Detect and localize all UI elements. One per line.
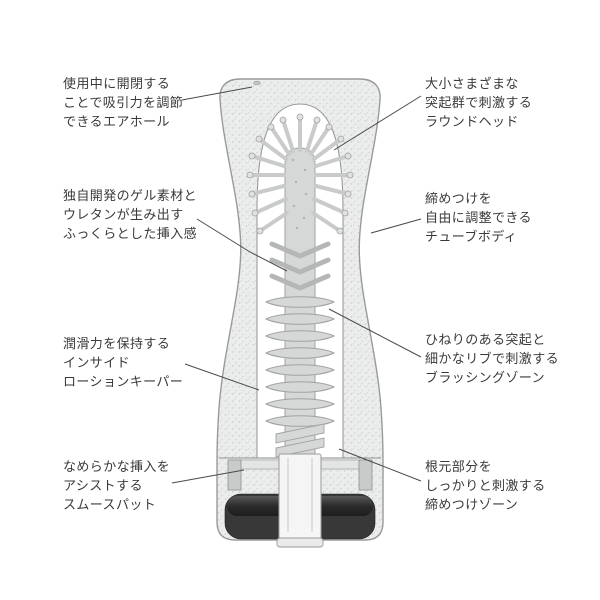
- leader-air-hole: [181, 86, 253, 101]
- label-line: ウレタンが生み出す: [63, 207, 184, 222]
- label-smooth-pad: なめらかな挿入を アシストする スムースパット: [63, 457, 170, 514]
- label-air-hole: 使用中に開閉する ことで吸引力を調節 できるエアホール: [63, 74, 183, 131]
- label-line: ローションキーパー: [63, 374, 184, 389]
- leader-tube-body: [370, 218, 422, 234]
- leader-brushing-zone: [328, 308, 422, 358]
- label-line: ブラッシングゾーン: [425, 370, 546, 385]
- label-line: アシストする: [63, 478, 143, 493]
- label-line: なめらかな挿入を: [63, 459, 171, 474]
- label-line: インサイド: [63, 355, 131, 370]
- label-line: チューブボディ: [425, 229, 518, 244]
- label-line: 大小さまざまな: [425, 76, 519, 91]
- round-head-spikes: [248, 115, 352, 233]
- label-brushing-zone: ひねりのある突起と 細かなリブで刺激する ブラッシングゾーン: [425, 330, 559, 387]
- label-line: ことで吸引力を調節: [63, 95, 184, 110]
- label-line: ラウンドヘッド: [425, 114, 519, 129]
- disc-ribs: [264, 296, 336, 427]
- brushing-zone-ribs: [269, 241, 331, 291]
- leader-tightening-zone: [338, 448, 422, 482]
- label-gel-material: 独自開発のゲル素材と ウレタンが生み出す ふっくらとした挿入感: [63, 186, 197, 243]
- label-line: 突起群で刺激する: [425, 95, 533, 110]
- leader-gel-material: [196, 218, 288, 272]
- label-line: ひねりのある突起と: [425, 332, 546, 347]
- label-line: 細かなリブで刺激する: [425, 351, 560, 366]
- label-line: 潤滑力を保持する: [63, 336, 171, 351]
- leader-lines: [171, 86, 422, 484]
- label-tube-body: 締めつけを 自由に調整できる チューブボディ: [425, 189, 532, 246]
- label-line: ふっくらとした挿入感: [63, 226, 198, 241]
- label-line: 自由に調整できる: [425, 210, 532, 225]
- label-line: 使用中に開閉する: [63, 76, 171, 91]
- label-round-head: 大小さまざまな 突起群で刺激する ラウンドヘッド: [425, 74, 532, 131]
- center-plug: [276, 453, 324, 548]
- label-line: できるエアホール: [63, 114, 170, 129]
- leader-lotion-keeper: [184, 363, 260, 391]
- label-line: しっかりと刺激する: [425, 478, 546, 493]
- leader-smooth-pad: [171, 469, 245, 484]
- label-line: 根元部分を: [425, 459, 493, 474]
- leader-round-head: [333, 95, 422, 151]
- air-hole: [253, 80, 261, 86]
- label-line: 独自開発のゲル素材と: [63, 188, 198, 203]
- head-texture-dots: [291, 158, 308, 230]
- label-line: スムースパット: [63, 497, 157, 512]
- label-lotion-keeper: 潤滑力を保持する インサイド ローションキーパー: [63, 334, 183, 391]
- label-tightening-zone: 根元部分を しっかりと刺激する 締めつけゾーン: [425, 457, 546, 514]
- spike-tips: [246, 113, 354, 235]
- label-line: 締めつけゾーン: [425, 497, 519, 512]
- label-line: 締めつけを: [425, 191, 493, 206]
- tightening-zone-twist: [275, 423, 325, 458]
